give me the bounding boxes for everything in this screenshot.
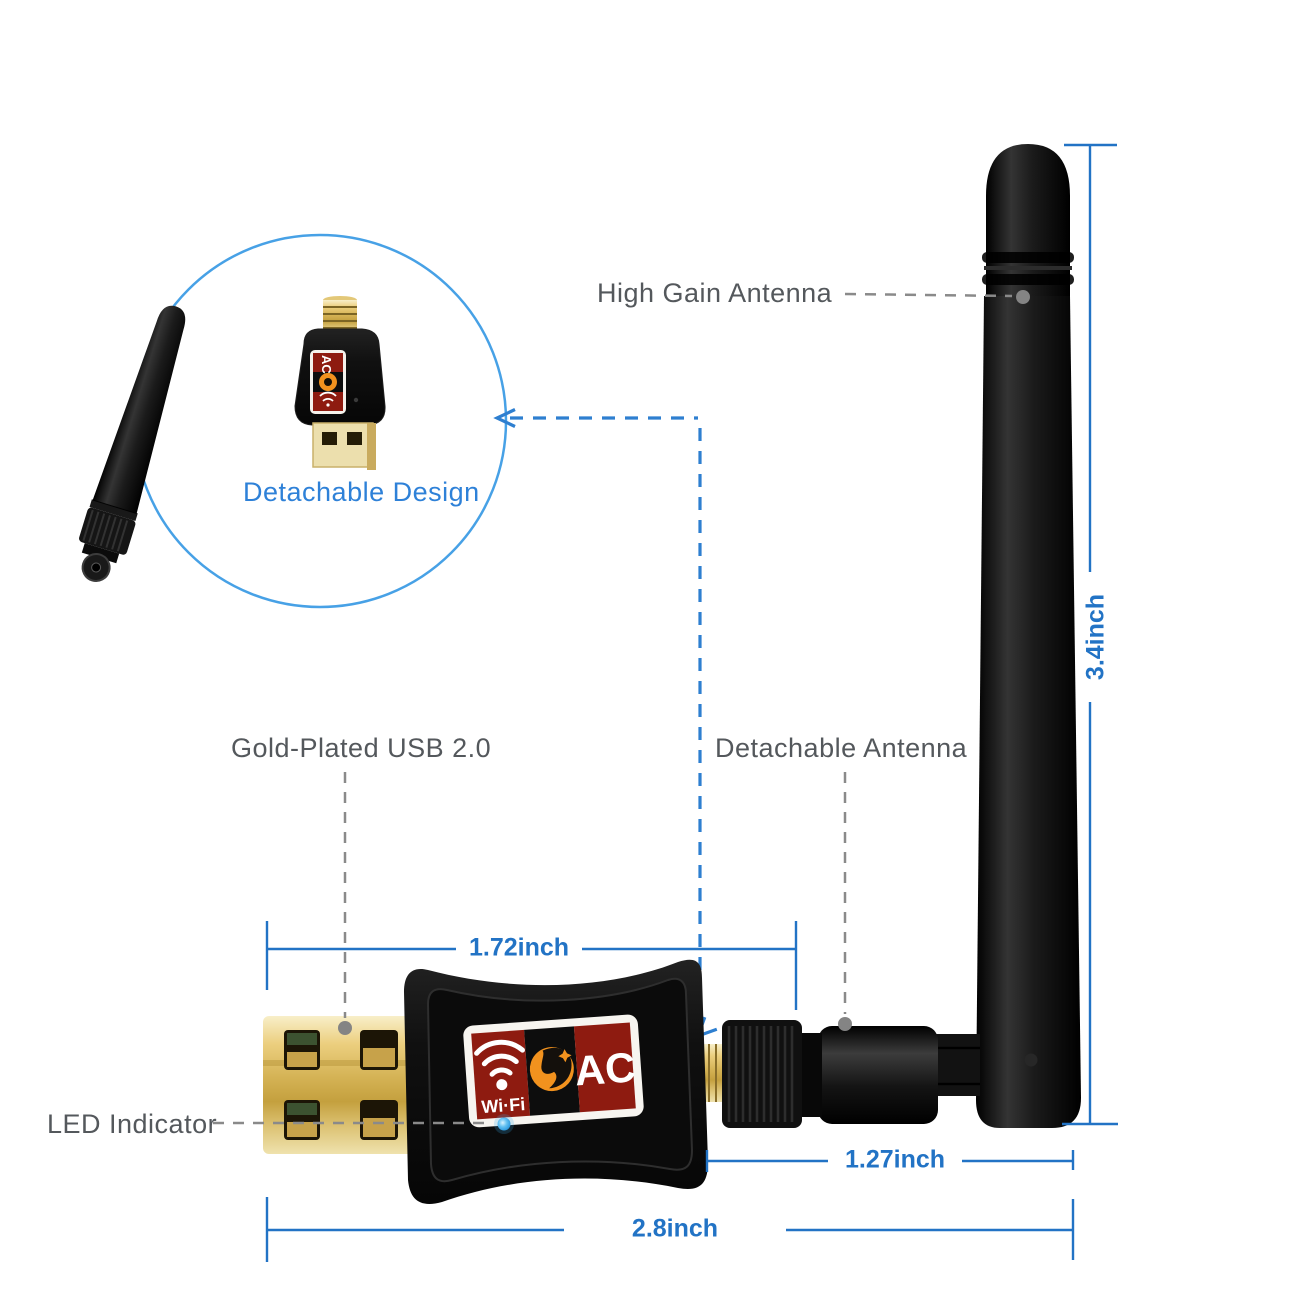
inset-badge: AC [310, 350, 346, 414]
dim-connector-length-label: 1.27inch [844, 1145, 946, 1174]
inset-antenna [79, 305, 186, 583]
high-gain-antenna-line [844, 292, 1013, 298]
dim-antenna-length-label: 3.4inch [1081, 593, 1110, 681]
dim-adapter-length-label: 1.72inch [468, 933, 570, 962]
gold-plated-usb-label: Gold-Plated USB 2.0 [231, 733, 492, 763]
antenna-groove-ring [982, 252, 1074, 263]
arrowhead-left [493, 408, 516, 428]
antenna-hinge-dimple [1024, 1053, 1038, 1067]
inset-badge-ac-label: AC [319, 355, 334, 374]
callout-lines [213, 292, 1013, 1125]
antenna-hinge-fork [930, 1034, 980, 1096]
wifi-icon [474, 1039, 525, 1091]
led-indicator-label: LED Indicator [47, 1109, 218, 1139]
led-dot [494, 1114, 514, 1134]
antenna-shaft [976, 296, 1081, 1128]
antenna-connector-barrel [818, 1026, 938, 1124]
dim-connector-length [705, 1150, 1075, 1172]
dimension-lines [265, 143, 1118, 1262]
dim-overall-length-label: 2.8inch [631, 1214, 719, 1243]
inset-adapter: AC [294, 296, 386, 470]
dim-adapter-length [265, 921, 798, 1010]
callout-dots [338, 290, 1030, 1035]
antenna-groove-ring [982, 274, 1074, 285]
main-antenna [976, 144, 1081, 1128]
dim-antenna-length [1062, 143, 1118, 1126]
dim-overall-length [265, 1197, 1075, 1262]
usb-connector [263, 1016, 428, 1154]
inset-detachable-design: AC [79, 233, 508, 609]
detachable-design-caption: Detachable Design [243, 477, 480, 507]
badge-wifi-label: Wi·Fi [481, 1094, 526, 1117]
inset-wifi-icon [319, 391, 337, 402]
usb-adapter: Wi·Fi AC [263, 959, 980, 1204]
detachable-antenna-label: Detachable Antenna [715, 733, 968, 763]
brand-logo [529, 1047, 574, 1092]
badge-ac-label: AC [573, 1043, 637, 1094]
product-badge: Wi·Fi AC [463, 1014, 644, 1128]
usb-contact-windows [284, 1030, 398, 1140]
high-gain-antenna-label: High Gain Antenna [597, 278, 833, 308]
knurled-nut [722, 1020, 802, 1128]
